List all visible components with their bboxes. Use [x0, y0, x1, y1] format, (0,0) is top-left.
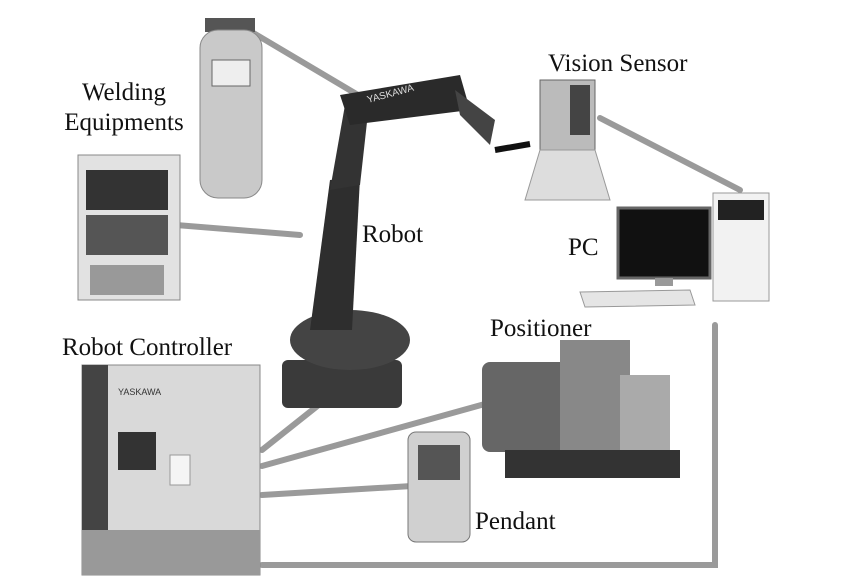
connection-sensor-pc: [597, 115, 743, 193]
connection-welding-robot: [173, 222, 303, 238]
connection-controller-pendant: [259, 483, 415, 498]
connection-cylinder-robot: [237, 22, 361, 98]
label-welding-line2: Equipments: [64, 109, 184, 136]
controller-brand-logo: YASKAWA: [118, 387, 161, 397]
connection-pc-controller: [259, 322, 718, 568]
teach-pendant: [407, 431, 471, 543]
vision-sensor: [524, 79, 611, 201]
label-robot-controller: Robot Controller: [62, 334, 233, 361]
welding-equipment: [77, 154, 181, 301]
gas-cylinder: [199, 18, 263, 199]
label-pc: PC: [568, 234, 599, 261]
robot-controller: YASKAWA: [81, 364, 261, 576]
pc: [579, 192, 770, 308]
positioner: [482, 340, 680, 478]
label-robot: Robot: [362, 221, 424, 248]
label-welding-line1: Welding: [81, 79, 167, 106]
label-vision-sensor: Vision Sensor: [548, 50, 688, 77]
connection-controller-positioner: [259, 399, 495, 469]
robot-arm: YASKAWA: [282, 75, 495, 408]
sensor-torch-link: [494, 141, 531, 153]
label-pendant: Pendant: [475, 508, 556, 535]
label-welding-equipments: Welding Equipments: [58, 78, 190, 138]
label-positioner: Positioner: [490, 315, 592, 342]
